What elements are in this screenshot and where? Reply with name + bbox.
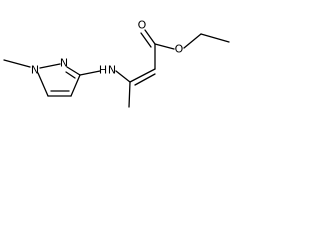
bond-c-o-ester — [154, 43, 175, 50]
bond-nh-vinyl-c — [115, 70, 131, 83]
bond-c5-n1 — [37, 72, 49, 97]
structure-canvas: N N N H O O — [0, 0, 235, 131]
bond-co-double-inner — [140, 32, 152, 48]
atom-label-carbonyl-o: O — [138, 19, 147, 32]
atom-label-pyrazole-n1: N — [31, 64, 39, 77]
bond-cc-double-inner — [134, 73, 156, 86]
molecule-structure: N N N H O O — [3, 19, 230, 108]
bond-c3-nh — [79, 70, 101, 76]
bond-n2-c3-inner — [65, 71, 76, 79]
atom-label-amine-h: H — [99, 64, 107, 77]
bond-vinyl-methyl — [128, 81, 131, 108]
atom-label-pyrazole-n2: N — [60, 57, 68, 70]
bond-o-ch2 — [183, 33, 202, 49]
bond-co-double — [144, 29, 156, 45]
atom-label-amine-n: N — [108, 64, 116, 77]
bond-n1-n2 — [39, 63, 61, 69]
bond-cc-double — [129, 68, 156, 83]
atom-label-ester-o: O — [175, 43, 184, 56]
bond-ch2-ch3 — [200, 33, 230, 43]
bond-c3-c4 — [70, 74, 81, 97]
bond-n2-c3 — [66, 66, 81, 76]
bond-methyl-n1 — [3, 59, 31, 68]
